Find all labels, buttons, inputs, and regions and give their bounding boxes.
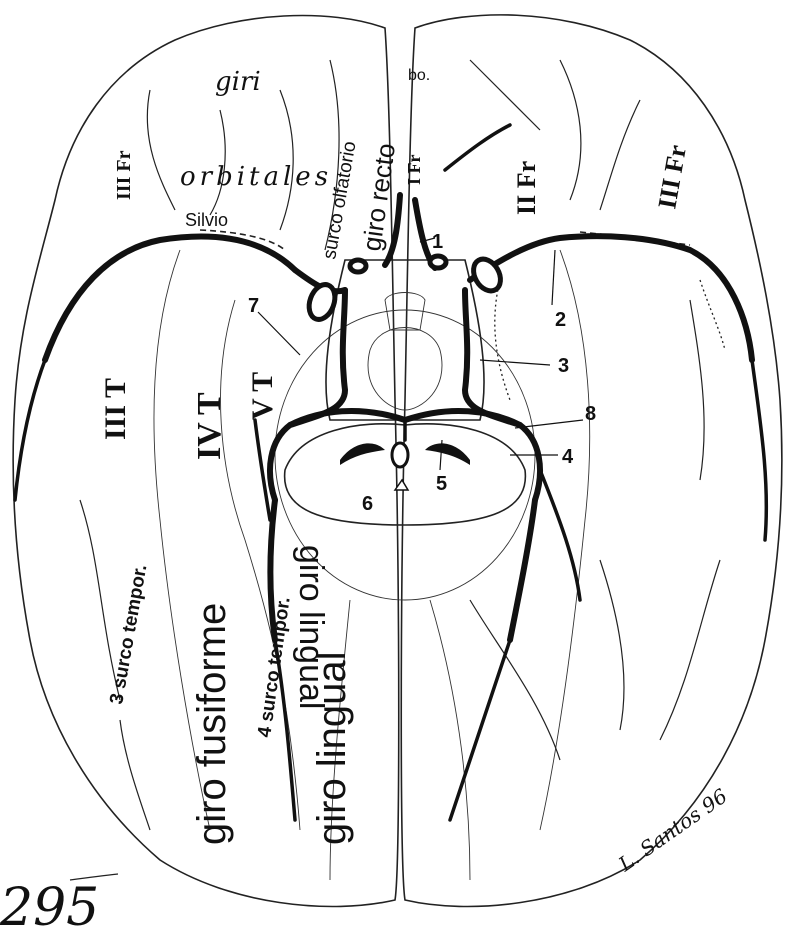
label-orbitales: orbitales bbox=[180, 162, 332, 192]
label-i-fr: I Fr bbox=[404, 155, 424, 186]
label-silvio: Silvio bbox=[185, 210, 228, 230]
peduncle-right bbox=[425, 443, 470, 465]
number-1: 1 bbox=[432, 231, 443, 253]
number-6: 6 bbox=[362, 493, 373, 515]
dotted-line-far-right bbox=[700, 280, 725, 350]
label-giro-lingual-lower: giro lingual bbox=[310, 652, 354, 845]
peduncle-left bbox=[340, 443, 385, 465]
label-iii-fr-left: III Fr bbox=[113, 150, 135, 200]
label-surco-tempor-4: 4 surco tempor. bbox=[254, 596, 294, 739]
label-bo: bo. bbox=[408, 67, 430, 84]
label-iii-t: III T bbox=[99, 378, 132, 440]
label-iii-fr-right: III Fr bbox=[652, 143, 692, 211]
signature: L. Santos 96 bbox=[613, 784, 732, 877]
label-v-t: V T bbox=[246, 372, 279, 420]
number-4: 4 bbox=[562, 446, 574, 468]
label-giri: giri bbox=[215, 67, 261, 97]
label-surco-olfatorio: surco olfatorio bbox=[319, 140, 360, 261]
label-ii-fr: II Fr bbox=[512, 161, 541, 215]
page-number: 295 bbox=[0, 878, 99, 930]
dotted-line-right bbox=[495, 280, 510, 400]
number-5: 5 bbox=[436, 473, 447, 495]
label-surco-tempor-3: 3 surco tempor. bbox=[106, 563, 151, 706]
number-8: 8 bbox=[585, 403, 596, 425]
number-2: 2 bbox=[555, 309, 566, 331]
label-giro-fusiforme: giro fusiforme bbox=[190, 603, 234, 845]
number-7: 7 bbox=[248, 295, 259, 317]
arterial-vessels bbox=[15, 125, 766, 820]
number-3: 3 bbox=[558, 355, 569, 377]
label-iv-t: IV T bbox=[191, 392, 228, 460]
